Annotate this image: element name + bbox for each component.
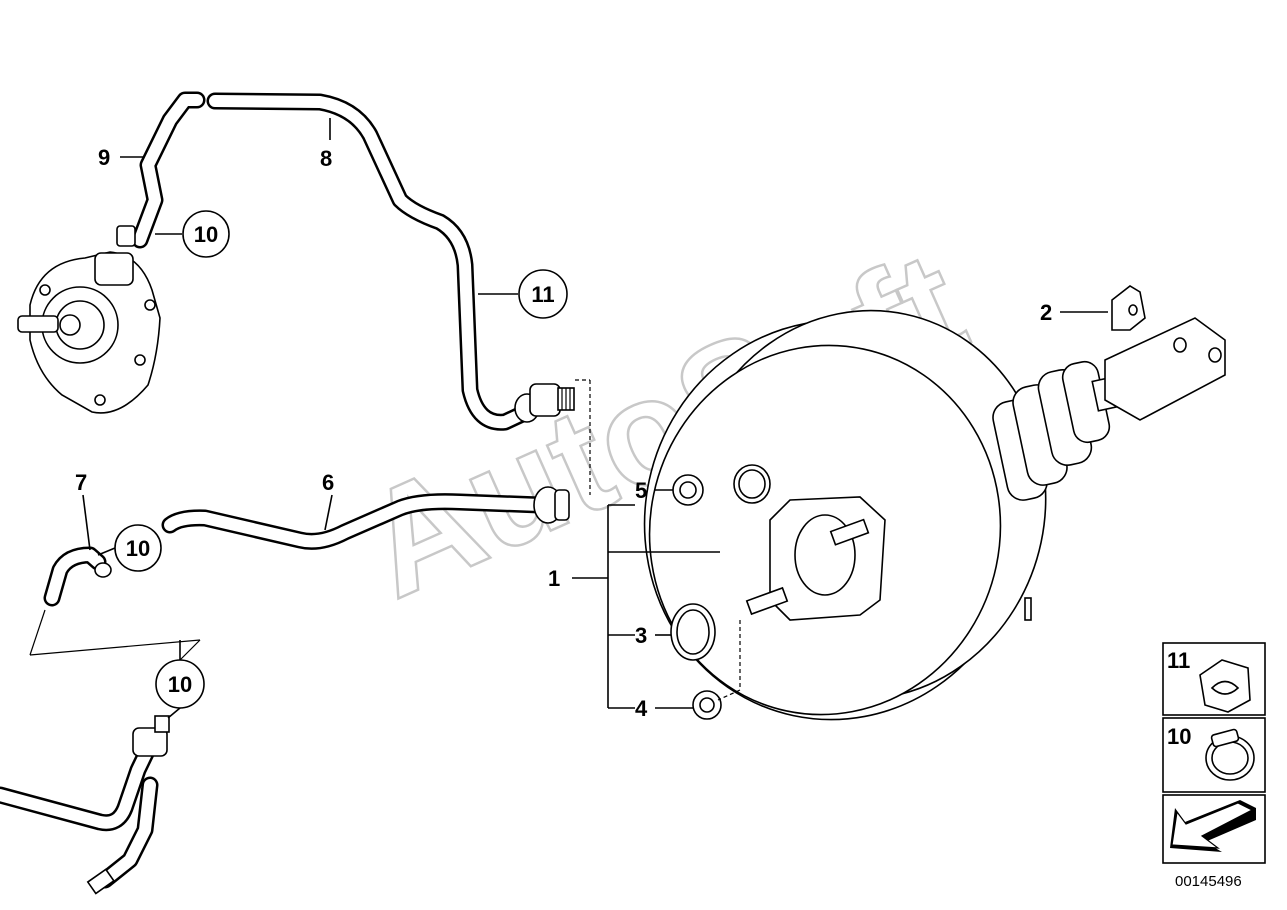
label-7: 7 <box>75 470 87 495</box>
booster-bellows <box>992 360 1129 501</box>
arrow-icon <box>1170 800 1256 852</box>
vacuum-pump <box>17 225 161 414</box>
seal-ring-3 <box>670 603 716 661</box>
circled-label-10-bottom-text: 10 <box>168 672 192 697</box>
clip-part-2 <box>1111 285 1146 331</box>
check-valve-upper <box>514 383 575 423</box>
circled-label-10-bottom: 10 <box>155 659 205 709</box>
hose-clip-icon <box>1199 659 1251 713</box>
circled-label-10-top-text: 10 <box>194 222 218 247</box>
brake-booster <box>643 309 1047 721</box>
seal-ring-5a <box>672 474 704 506</box>
label-9: 9 <box>98 145 110 170</box>
circled-label-11: 11 <box>518 269 568 319</box>
check-valve-middle <box>533 486 570 524</box>
label-5: 5 <box>635 478 647 503</box>
legend-label-11: 11 <box>1167 648 1190 673</box>
seal-ring-5b <box>733 464 771 504</box>
label-4: 4 <box>635 696 648 721</box>
nut-4 <box>692 690 722 720</box>
legend-panel: 11 10 <box>1162 642 1266 864</box>
hose-9 <box>131 91 206 249</box>
leader-lines <box>29 118 1108 719</box>
label-3: 3 <box>635 623 647 648</box>
label-8: 8 <box>320 146 332 171</box>
hose-clamp-icon <box>1205 728 1255 781</box>
circled-label-10-middle-text: 10 <box>126 536 150 561</box>
legend-label-10: 10 <box>1167 724 1191 749</box>
diagram-code: 00145496 <box>1175 873 1242 890</box>
label-6: 6 <box>322 470 334 495</box>
hose-7 <box>43 546 112 607</box>
circled-label-11-text: 11 <box>531 282 554 307</box>
circled-label-10-top: 10 <box>182 210 230 258</box>
label-2: 2 <box>1040 300 1052 325</box>
circled-label-10-middle: 10 <box>114 524 162 572</box>
lower-hose-assembly <box>0 715 170 895</box>
hose-6 <box>161 493 549 550</box>
clevis-fork <box>1104 317 1226 421</box>
label-1: 1 <box>548 566 560 591</box>
hose-8 <box>206 92 529 431</box>
